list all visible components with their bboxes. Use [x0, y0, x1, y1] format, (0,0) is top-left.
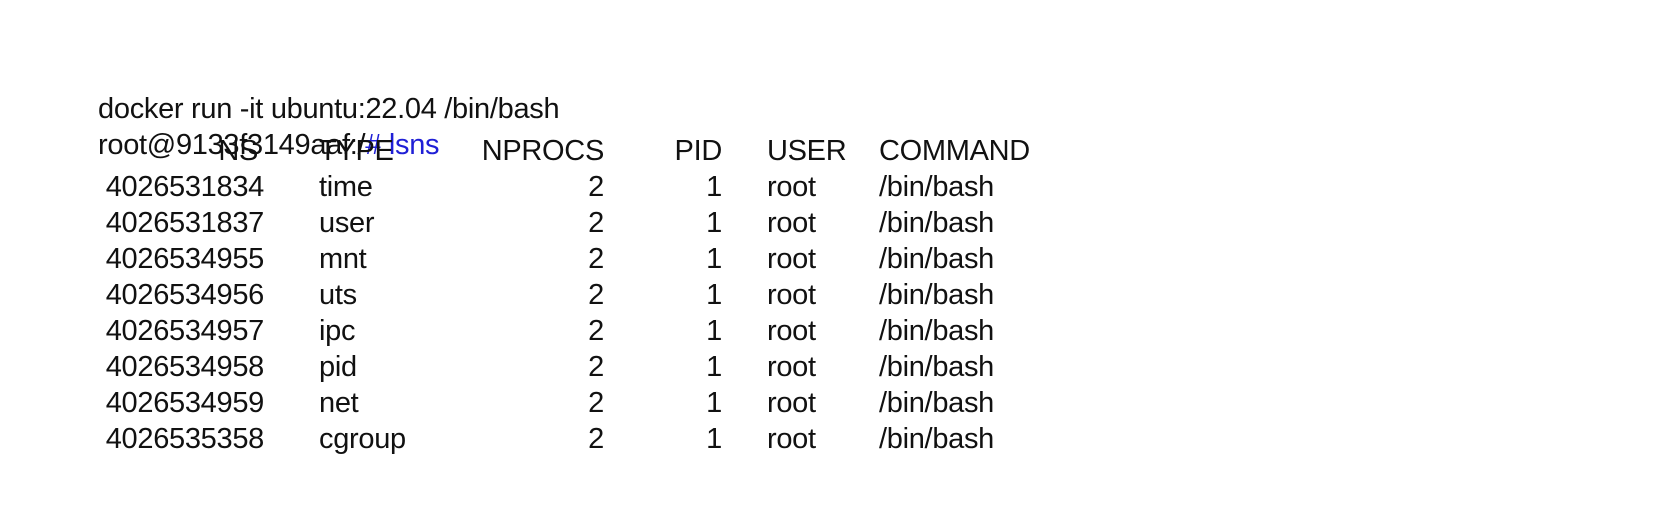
table-row: 4026531837 user 2 1 root /bin/bash [67, 205, 1099, 241]
cell-type: mnt [319, 243, 367, 275]
cell-type: cgroup [319, 423, 406, 455]
cell-command: /bin/bash [879, 351, 994, 383]
column-header-user: USER [767, 135, 847, 167]
cell-pid: 1 [706, 171, 722, 203]
cell-command: /bin/bash [879, 423, 994, 455]
cell-command: /bin/bash [879, 207, 994, 239]
cell-user: root [767, 207, 816, 239]
cell-type: uts [319, 279, 357, 311]
lsns-header-row: NS TYPE NPROCS PID USER COMMAND [67, 133, 1099, 169]
cell-ns: 4026534959 [105, 387, 265, 419]
cell-user: root [767, 351, 816, 383]
column-header-pid: PID [674, 135, 723, 167]
table-row: 4026534956 uts 2 1 root /bin/bash [67, 277, 1099, 313]
table-row: 4026535358 cgroup 2 1 root /bin/bash [67, 421, 1099, 457]
cell-ns: 4026534958 [105, 351, 265, 383]
cell-pid: 1 [706, 387, 722, 419]
column-header-type: TYPE [319, 135, 394, 167]
cell-ns: 4026531837 [105, 207, 265, 239]
docker-run-line: docker run -it ubuntu:22.04 /bin/bash [67, 55, 1627, 125]
cell-ns: 4026534955 [105, 243, 265, 275]
table-row: 4026534958 pid 2 1 root /bin/bash [67, 349, 1099, 385]
cell-type: user [319, 207, 375, 239]
column-header-ns: NS [218, 135, 258, 167]
cell-user: root [767, 387, 816, 419]
cell-command: /bin/bash [879, 171, 994, 203]
cell-ns: 4026534956 [105, 279, 265, 311]
cell-pid: 1 [706, 207, 722, 239]
cell-command: /bin/bash [879, 279, 994, 311]
cell-type: time [319, 171, 373, 203]
shell-prompt-line: root@9133f3149aaf:/# lsns [67, 91, 1627, 161]
cell-nprocs: 2 [588, 207, 604, 239]
table-row: 4026534955 mnt 2 1 root /bin/bash [67, 241, 1099, 277]
cell-command: /bin/bash [879, 315, 994, 347]
cell-nprocs: 2 [588, 243, 604, 275]
cell-user: root [767, 279, 816, 311]
cell-user: root [767, 243, 816, 275]
cell-nprocs: 2 [588, 387, 604, 419]
cell-command: /bin/bash [879, 387, 994, 419]
cell-nprocs: 2 [588, 315, 604, 347]
column-header-command: COMMAND [879, 135, 1030, 167]
table-row: 4026531834 time 2 1 root /bin/bash [67, 169, 1099, 205]
cell-pid: 1 [706, 351, 722, 383]
cell-user: root [767, 423, 816, 455]
cell-pid: 1 [706, 423, 722, 455]
cell-type: net [319, 387, 359, 419]
cell-type: pid [319, 351, 357, 383]
cell-user: root [767, 171, 816, 203]
terminal-output[interactable]: docker run -it ubuntu:22.04 /bin/bash ro… [67, 55, 1627, 475]
table-row: 4026534959 net 2 1 root /bin/bash [67, 385, 1099, 421]
cell-nprocs: 2 [588, 423, 604, 455]
cell-nprocs: 2 [588, 279, 604, 311]
docker-run-command: docker run -it ubuntu:22.04 /bin/bash [98, 93, 560, 125]
cell-pid: 1 [706, 243, 722, 275]
cell-ns: 4026531834 [105, 171, 265, 203]
cell-nprocs: 2 [588, 351, 604, 383]
cell-nprocs: 2 [588, 171, 604, 203]
shell-prompt: root@9133f3149aaf:/ [98, 129, 366, 161]
cell-ns: 4026534957 [105, 315, 265, 347]
lsns-table: NS TYPE NPROCS PID USER COMMAND 40265318… [67, 133, 1099, 457]
typed-command: # lsns [365, 129, 440, 161]
cell-pid: 1 [706, 315, 722, 347]
table-row: 4026534957 ipc 2 1 root /bin/bash [67, 313, 1099, 349]
cell-command: /bin/bash [879, 243, 994, 275]
cell-ns: 4026535358 [105, 423, 265, 455]
cell-user: root [767, 315, 816, 347]
cell-pid: 1 [706, 279, 722, 311]
column-header-nprocs: NPROCS [481, 135, 605, 167]
cell-type: ipc [319, 315, 356, 347]
